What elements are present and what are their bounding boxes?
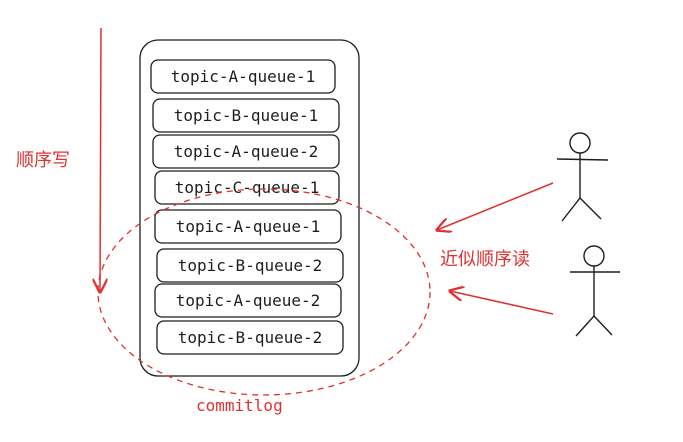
queue-item-label: topic-A-queue-2 [176, 291, 321, 310]
queue-item: topic-A-queue-1 [154, 209, 342, 244]
queue-item: topic-A-queue-2 [154, 283, 342, 318]
queue-item: topic-A-queue-2 [152, 134, 340, 169]
write-arrow [100, 27, 101, 292]
consumer-figure-lower [570, 245, 620, 337]
queue-list: topic-A-queue-1 topic-B-queue-1 topic-A-… [150, 59, 344, 355]
queue-item: topic-C-queue-1 [154, 170, 340, 205]
read-region-ellipse [97, 188, 431, 396]
read-arrow-lower [450, 291, 554, 315]
read-label: 近似顺序读 [440, 249, 530, 270]
queue-item: topic-A-queue-1 [150, 59, 336, 94]
queue-item-label: topic-B-queue-1 [174, 106, 319, 125]
write-label: 顺序写 [16, 150, 70, 171]
consumer-figure-upper [556, 132, 609, 222]
commitlog-label: commitlog [196, 396, 283, 415]
queue-item-label: topic-A-queue-1 [171, 67, 316, 86]
queue-item-label: topic-A-queue-1 [176, 217, 321, 236]
queue-item-label: topic-C-queue-1 [175, 178, 320, 197]
read-arrow-upper [437, 182, 554, 230]
queue-item-label: topic-B-queue-2 [178, 328, 323, 347]
queue-item-label: topic-A-queue-2 [174, 142, 319, 161]
queue-item-label: topic-B-queue-2 [178, 256, 323, 275]
queue-item: topic-B-queue-1 [152, 98, 340, 133]
queue-item: topic-B-queue-2 [156, 320, 344, 355]
queue-item: topic-B-queue-2 [156, 248, 344, 283]
